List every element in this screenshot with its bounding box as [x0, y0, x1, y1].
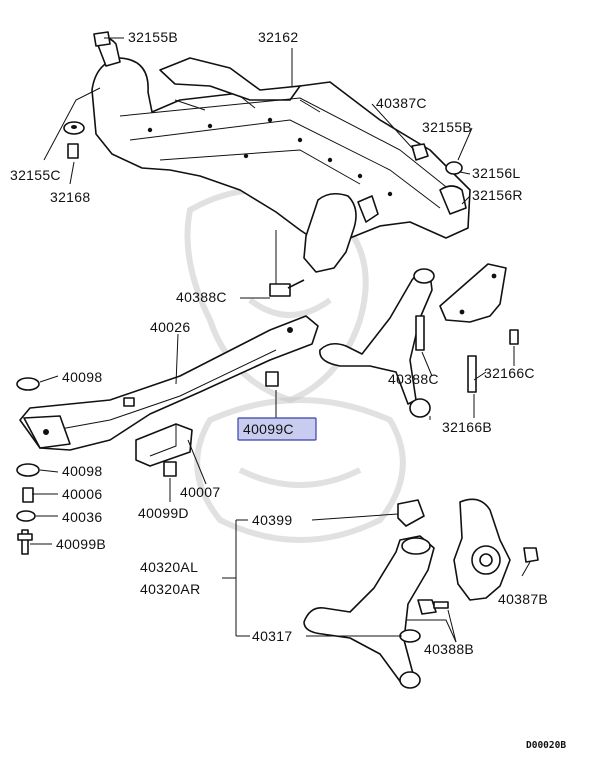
label-40387C: 40387C — [376, 95, 427, 111]
label-40099D: 40099D — [138, 505, 189, 521]
front-subframe — [91, 36, 471, 273]
label-40026: 40026 — [150, 319, 190, 335]
part-labels: 32155B 32162 40387C 32155B 32156L 32156R… — [10, 29, 566, 751]
label-40317: 40317 — [252, 628, 292, 644]
label-32155C: 32155C — [10, 167, 61, 183]
label-40099B: 40099B — [56, 536, 106, 552]
label-40387B: 40387B — [498, 591, 548, 607]
label-40099C: 40099C — [243, 421, 294, 437]
insulator-stack — [16, 377, 40, 555]
label-40036: 40036 — [62, 509, 102, 525]
subframe-fasteners — [63, 31, 463, 297]
upper-arm — [319, 268, 435, 418]
roll-stop-bracket — [135, 371, 279, 477]
label-40388C-right: 40388C — [388, 371, 439, 387]
label-40388B: 40388B — [424, 641, 474, 657]
label-32162: 32162 — [258, 29, 298, 45]
label-32168: 32168 — [50, 189, 90, 205]
label-40320AR: 40320AR — [140, 581, 200, 597]
label-32156R: 32156R — [472, 187, 523, 203]
label-40006: 40006 — [62, 486, 102, 502]
diagram-code: D00020B — [526, 740, 566, 751]
label-40098-lower: 40098 — [62, 463, 102, 479]
highlight-box — [237, 417, 317, 441]
label-32155B-top: 32155B — [128, 29, 178, 45]
label-40098-upper: 40098 — [62, 369, 102, 385]
lateral-bracket — [415, 263, 519, 393]
label-40399: 40399 — [252, 512, 292, 528]
label-32156L: 32156L — [472, 165, 521, 181]
steering-knuckle — [417, 498, 539, 615]
label-40388C-left: 40388C — [176, 289, 227, 305]
label-32166B: 32166B — [442, 419, 492, 435]
leader-lines — [30, 37, 531, 643]
crossmember-bar — [19, 315, 319, 451]
lower-control-arm — [303, 499, 435, 689]
label-32166C: 32166C — [484, 365, 535, 381]
label-40320AL: 40320AL — [140, 559, 198, 575]
label-40007: 40007 — [180, 484, 220, 500]
label-32155B-right: 32155B — [422, 119, 472, 135]
